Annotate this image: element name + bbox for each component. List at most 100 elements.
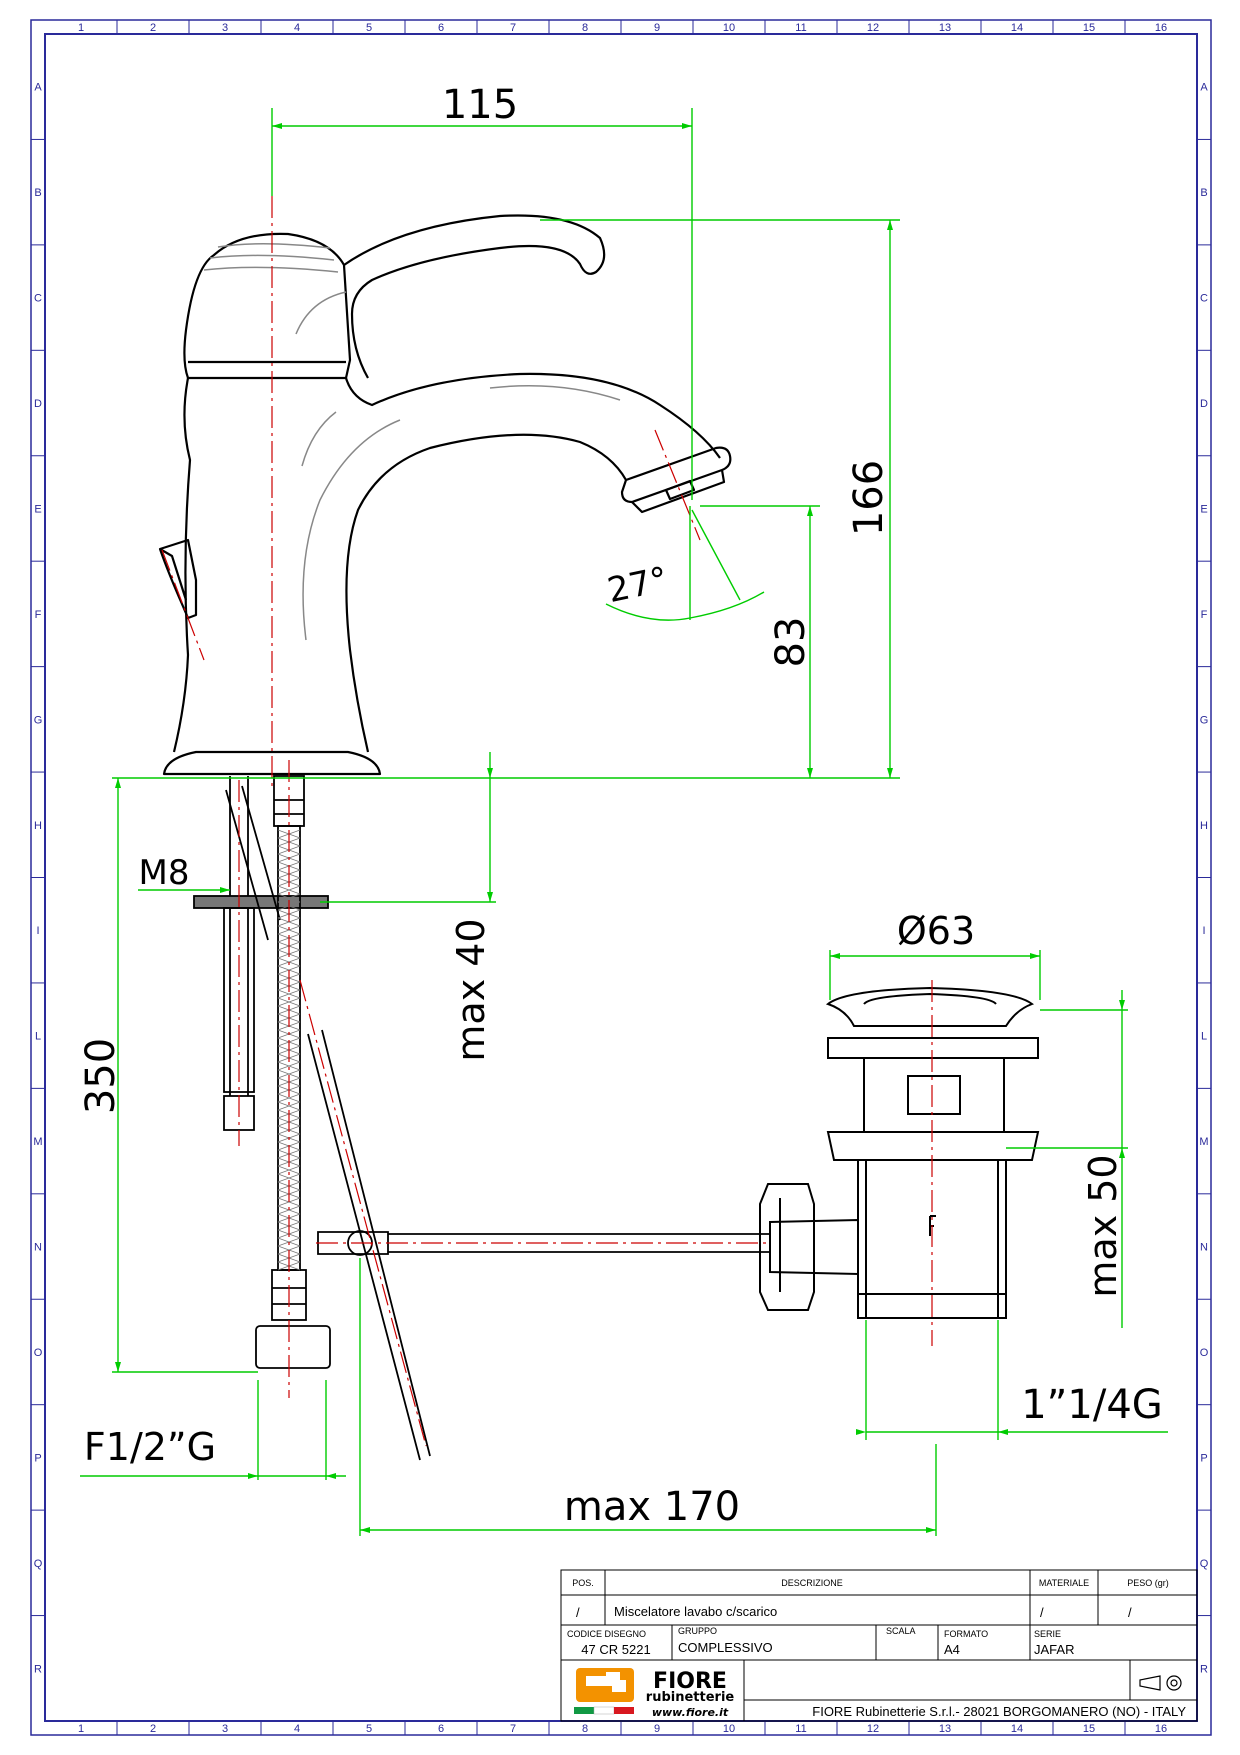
frame-column-label-top: 14 — [1011, 22, 1023, 34]
title-desc-header: DESCRIZIONE — [781, 1578, 843, 1588]
dimension-arrowheads — [115, 123, 1125, 1533]
frame-row-label-left: L — [35, 1031, 41, 1043]
logo-word-fiore: FIORE — [653, 1669, 727, 1694]
dimension-height-166: 166 — [846, 460, 892, 536]
faucet-body-outline — [158, 214, 732, 776]
frame-row-label-right: Q — [1200, 1558, 1209, 1570]
frame-column-ticks — [31, 20, 1211, 1735]
dimension-hose-thread: F1/2”G — [84, 1425, 216, 1469]
title-series-value: JAFAR — [1034, 1642, 1074, 1657]
frame-row-label-left: P — [34, 1452, 41, 1464]
frame-row-label-right: G — [1200, 714, 1209, 726]
frame-row-label-left: H — [34, 820, 42, 832]
dimension-max-170: max 170 — [564, 1484, 740, 1530]
frame-column-label-top: 8 — [582, 22, 588, 34]
frame-row-label-left: E — [34, 503, 41, 515]
dimension-diameter-63: Ø63 — [897, 909, 975, 953]
frame-row-label-right: C — [1200, 293, 1208, 305]
frame-column-label-top: 10 — [723, 22, 735, 34]
pop-up-drain-outline — [759, 986, 1040, 1319]
dimension-max-40: max 40 — [449, 918, 493, 1061]
frame-column-label-top: 13 — [939, 22, 951, 34]
braid-line — [277, 1101, 301, 1111]
title-description: Miscelatore lavabo c/scarico — [614, 1604, 777, 1619]
braid-line — [277, 1093, 301, 1103]
title-company-address: FIORE Rubinetterie S.r.l.- 28021 BORGOMA… — [812, 1704, 1186, 1719]
frame-column-label-top: 9 — [654, 22, 660, 34]
title-group-value: COMPLESSIVO — [678, 1640, 773, 1655]
title-format-label: FORMATO — [944, 1629, 988, 1639]
title-pos-value: / — [576, 1605, 580, 1620]
frame-column-label-top: 16 — [1155, 22, 1167, 34]
frame-row-label-left: G — [34, 714, 43, 726]
frame-column-label-bottom: 16 — [1155, 1723, 1167, 1735]
title-block — [560, 1569, 1198, 1722]
frame-column-label-top: 7 — [510, 22, 516, 34]
frame-column-label-top: 2 — [150, 22, 156, 34]
frame-column-label-top: 15 — [1083, 22, 1095, 34]
title-group-label: GRUPPO — [678, 1626, 717, 1636]
braid-line — [277, 1061, 301, 1071]
braid-line — [277, 893, 301, 903]
frame-row-label-left: F — [35, 609, 42, 621]
frame-row-label-left: I — [36, 925, 39, 937]
frame-column-label-top: 3 — [222, 22, 228, 34]
frame-column-label-bottom: 11 — [795, 1723, 806, 1735]
frame-column-label-bottom: 4 — [294, 1723, 300, 1735]
dimension-lines — [80, 108, 1168, 1536]
title-series-label: SERIE — [1034, 1629, 1061, 1639]
title-material-value: / — [1040, 1605, 1044, 1620]
title-pos-header: POS. — [572, 1578, 594, 1588]
frame-column-label-bottom: 8 — [582, 1723, 588, 1735]
frame-row-label-left: A — [34, 82, 42, 94]
frame-row-label-right: N — [1200, 1242, 1208, 1254]
frame-column-label-top: 12 — [867, 22, 879, 34]
title-weight-value: / — [1128, 1605, 1132, 1620]
braid-line — [277, 989, 301, 999]
title-scale-label: SCALA — [886, 1626, 916, 1636]
frame-column-label-bottom: 9 — [654, 1723, 660, 1735]
title-format-value: A4 — [944, 1642, 960, 1657]
frame-column-label-bottom: 10 — [723, 1723, 735, 1735]
dimension-max-50: max 50 — [1081, 1154, 1125, 1297]
frame-column-label-bottom: 2 — [150, 1723, 156, 1735]
frame-column-label-top: 6 — [438, 22, 444, 34]
dimension-angle-27: 27° — [604, 559, 671, 611]
dimension-height-83: 83 — [768, 617, 814, 668]
braid-line — [277, 997, 301, 1007]
frame-column-labels: 1122334455667788991010111112121313141415… — [78, 22, 1167, 1735]
frame-row-label-left: R — [34, 1663, 42, 1675]
frame-row-label-right: D — [1200, 398, 1208, 410]
braid-line — [277, 1165, 301, 1175]
frame-column-label-top: 11 — [795, 22, 806, 34]
frame-row-label-right: B — [1200, 187, 1207, 199]
frame-row-label-right: H — [1200, 820, 1208, 832]
frame-row-label-left: M — [33, 1136, 42, 1148]
dimension-thread-m8: M8 — [139, 853, 190, 893]
frame-row-label-right: P — [1200, 1452, 1207, 1464]
frame-column-label-bottom: 5 — [366, 1723, 372, 1735]
frame-row-label-right: I — [1202, 925, 1205, 937]
frame-row-label-right: A — [1200, 82, 1208, 94]
logo-word-rubinetterie: rubinetterie — [646, 1690, 735, 1705]
dimension-width-115: 115 — [442, 82, 518, 128]
centerlines — [161, 196, 933, 1447]
frame-row-label-right: R — [1200, 1663, 1208, 1675]
dimension-drain-thread: 1”1/4G — [1021, 1382, 1163, 1428]
frame-row-label-right: E — [1200, 503, 1207, 515]
faucet-decorative-grooves — [203, 242, 621, 641]
frame-column-label-bottom: 14 — [1011, 1723, 1023, 1735]
frame-row-label-right: M — [1199, 1136, 1208, 1148]
braid-line — [277, 1173, 301, 1183]
frame-column-label-top: 4 — [294, 22, 300, 34]
title-material-header: MATERIALE — [1039, 1578, 1089, 1588]
frame-row-label-left: B — [34, 187, 41, 199]
frame-column-label-bottom: 3 — [222, 1723, 228, 1735]
braid-line — [277, 885, 301, 895]
frame-row-label-left: O — [34, 1347, 43, 1359]
frame-column-label-bottom: 1 — [78, 1723, 84, 1735]
title-code-value: 47 CR 5221 — [581, 1642, 650, 1657]
frame-column-label-bottom: 15 — [1083, 1723, 1095, 1735]
frame-row-label-left: D — [34, 398, 42, 410]
